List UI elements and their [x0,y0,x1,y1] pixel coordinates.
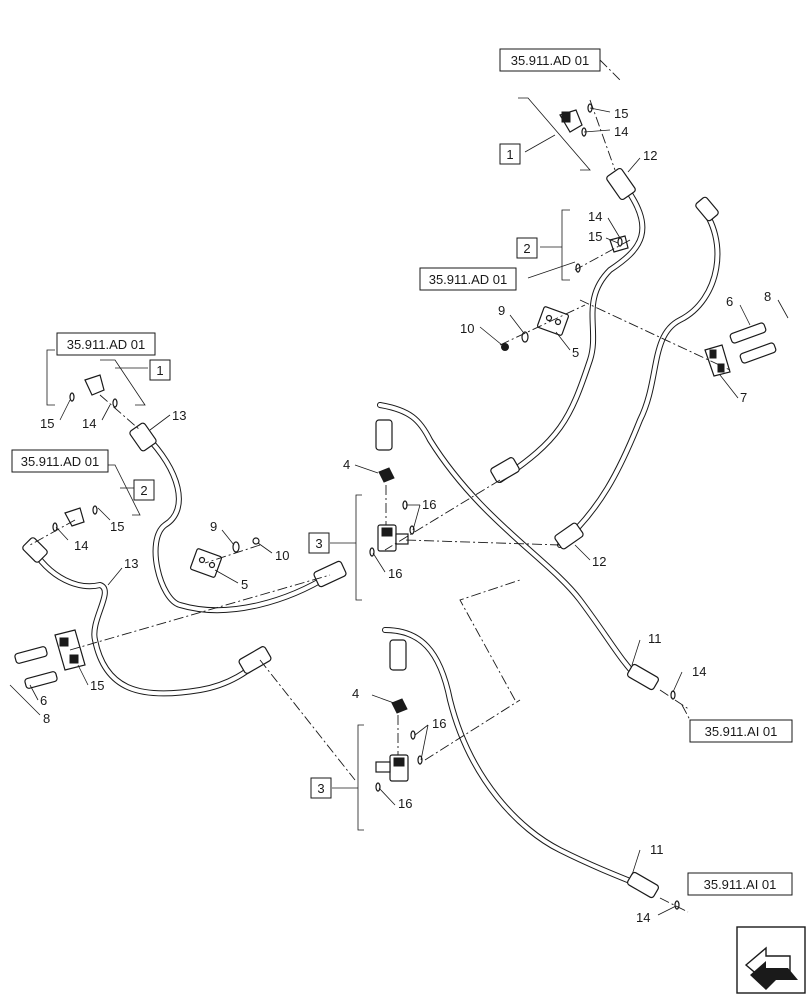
callout-leaders [9,107,789,916]
ref-box-ad-left[interactable]: 35.911.AD 01 [56,332,156,356]
callout-12: 12 [592,554,606,569]
ref-label: 35.911.AI 01 [704,877,777,892]
callout-6: 6 [726,294,733,309]
ref-label: 35.911.AD 01 [67,337,146,352]
ref-label: 35.911.AD 01 [511,53,590,68]
callout-11: 11 [650,842,664,857]
callout-14: 14 [614,124,628,139]
callout-5: 5 [241,577,248,592]
center-lines [29,99,731,913]
callout-15: 15 [614,106,628,121]
ref-label: 35.911.AD 01 [21,454,100,469]
callout-5: 5 [572,345,579,360]
view-direction-arrow-icon[interactable] [736,926,806,994]
callout-13: 13 [124,556,138,571]
hose-11-lower [382,627,643,888]
group-number: 3 [317,781,324,796]
callout-14: 14 [82,416,96,431]
callout-15: 15 [110,519,124,534]
callout-14: 14 [74,538,88,553]
callout-4: 4 [352,686,359,701]
group-box-1-top[interactable]: 1 [499,143,521,165]
callout-8: 8 [43,711,50,726]
group-box-1-left[interactable]: 1 [149,359,171,381]
hose-11-upper [377,402,643,683]
callout-15: 15 [40,416,54,431]
ref-label: 35.911.AI 01 [705,724,778,739]
ref-label: 35.911.AD 01 [429,272,508,287]
callout-4: 4 [343,457,350,472]
group-number: 1 [506,147,513,162]
group-box-2-top[interactable]: 2 [516,237,538,259]
group-brackets [46,97,591,831]
ref-box-ad-mid[interactable]: 35.911.AD 01 [419,267,517,291]
callout-16: 16 [388,566,402,581]
callout-13: 13 [172,408,186,423]
group-box-2-left[interactable]: 2 [133,479,155,501]
small-parts [14,103,777,910]
group-box-3-upper[interactable]: 3 [308,532,330,554]
callout-11: 11 [648,631,662,646]
hose-12-lower [557,202,721,548]
callout-15: 15 [90,678,104,693]
hose-13-upper [142,432,333,614]
callout-12: 12 [643,148,657,163]
group-number: 1 [156,363,163,378]
group-box-3-lower[interactable]: 3 [310,777,332,799]
callout-14: 14 [588,209,602,224]
group-number: 3 [315,536,322,551]
callout-15: 15 [588,229,602,244]
callout-14: 14 [636,910,650,925]
group-number: 2 [523,241,530,256]
callout-10: 10 [460,321,474,336]
hose-12-upper [497,177,646,483]
callout-9: 9 [498,303,505,318]
ref-box-ai-lower[interactable]: 35.911.AI 01 [687,872,793,896]
ref-box-ad-left2[interactable]: 35.911.AD 01 [11,449,109,473]
hose-fittings [22,167,719,899]
callout-10: 10 [275,548,289,563]
ref-box-ai-upper[interactable]: 35.911.AI 01 [689,719,793,743]
callout-16: 16 [422,497,436,512]
callout-16: 16 [432,716,446,731]
callout-7: 7 [740,390,747,405]
callout-16: 16 [398,796,412,811]
callout-9: 9 [210,519,217,534]
callout-6: 6 [40,693,47,708]
callout-numbers: 15 14 12 14 15 9 10 5 6 8 7 15 14 13 15 … [40,106,771,925]
group-number: 2 [140,483,147,498]
ref-box-ad-top[interactable]: 35.911.AD 01 [499,48,601,72]
callout-8: 8 [764,289,771,304]
callout-14: 14 [692,664,706,679]
hose-13-lower [27,542,263,697]
